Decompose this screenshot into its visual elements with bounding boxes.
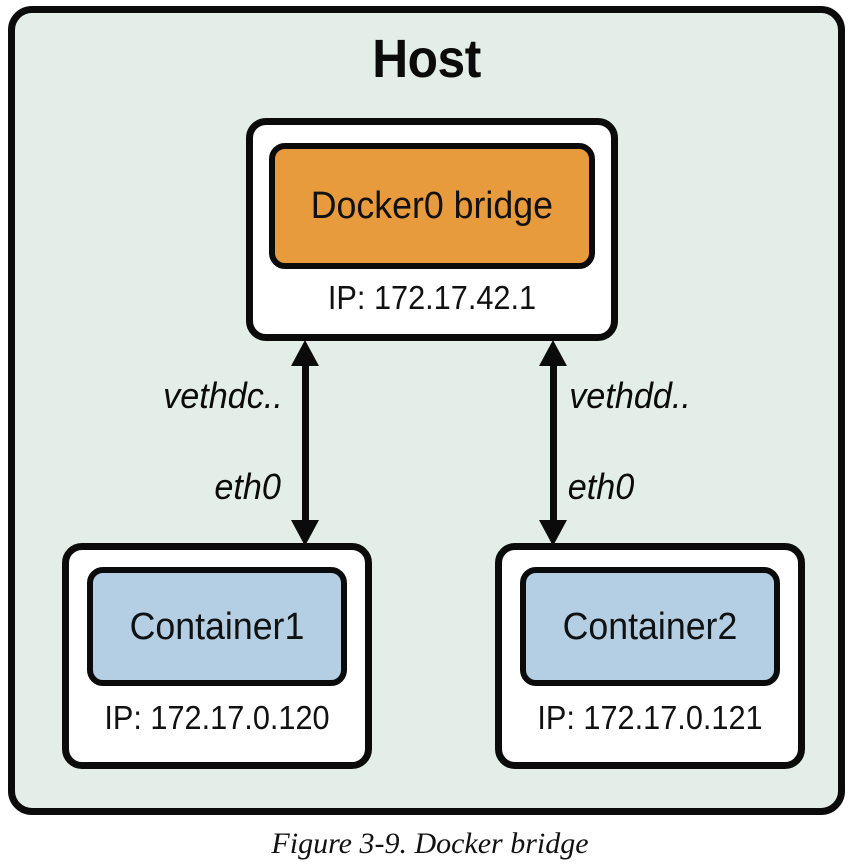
host-title: Host: [372, 29, 481, 89]
container1-label: Container1: [129, 605, 305, 648]
arrow-head-down-icon: [539, 520, 567, 546]
container2-node: Container2 IP: 172.17.0.121: [495, 543, 805, 769]
link2-host-interface-label: vethdd..: [569, 375, 691, 416]
container1-node: Container1 IP: 172.17.0.120: [62, 543, 372, 769]
container1-ip: IP: 172.17.0.120: [104, 699, 330, 736]
link-bridge-container2: [536, 340, 570, 546]
container2-label: Container2: [562, 605, 738, 648]
link1-host-interface-label: vethdc..: [163, 375, 283, 416]
container2-body: Container2: [520, 567, 780, 686]
link1-container-interface-label: eth0: [214, 466, 281, 507]
docker0-bridge-node: Docker0 bridge IP: 172.17.42.1: [246, 118, 618, 341]
container1-body: Container1: [87, 567, 347, 686]
docker0-bridge-ip: IP: 172.17.42.1: [327, 279, 537, 316]
figure-caption: Figure 3-9. Docker bridge: [271, 827, 589, 860]
arrow-head-down-icon: [291, 520, 319, 546]
docker0-bridge-label: Docker0 bridge: [310, 185, 554, 227]
link2-container-interface-label: eth0: [567, 466, 635, 507]
docker0-bridge-body: Docker0 bridge: [269, 143, 595, 269]
arrow-shaft: [301, 357, 309, 529]
container2-ip: IP: 172.17.0.121: [537, 699, 763, 736]
link-bridge-container1: [288, 340, 322, 546]
arrow-shaft: [549, 357, 557, 529]
